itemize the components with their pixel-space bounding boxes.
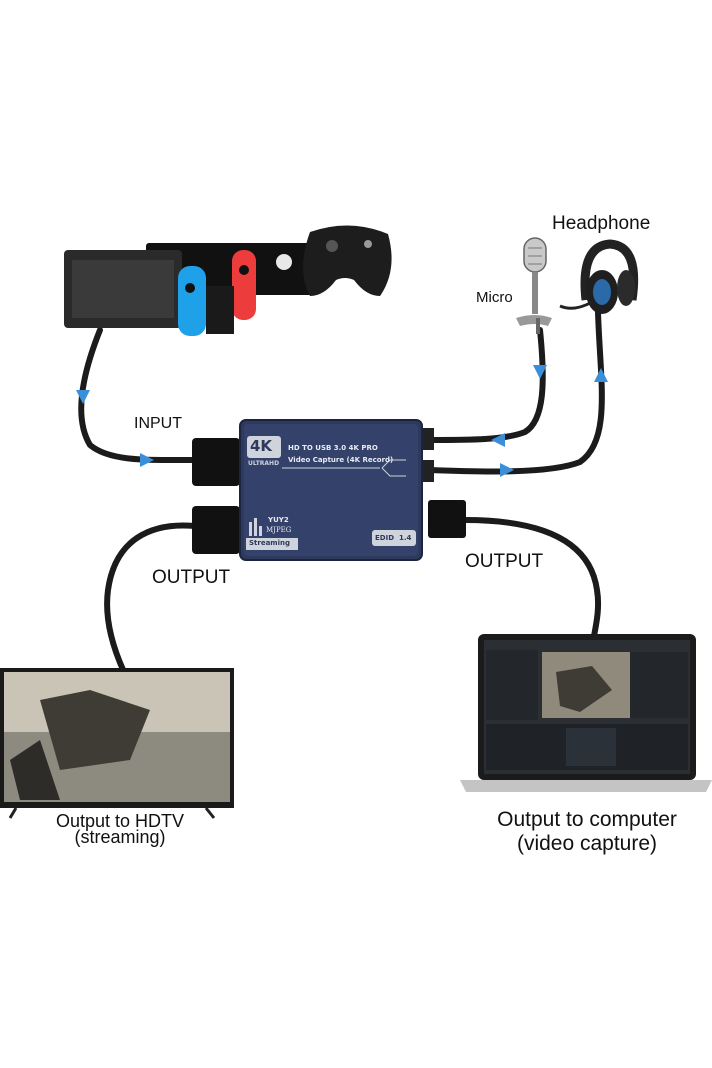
microphone-icon: [516, 237, 552, 334]
input-label: INPUT: [134, 415, 182, 432]
edid-version: 1.4: [399, 534, 412, 542]
arrow-left-icon: [491, 433, 505, 447]
device-line2: Video Capture (4K Record): [288, 456, 394, 464]
device-badge-sub: ULTRAHD: [248, 460, 280, 467]
hdtv-caption-line1: Output to HDTV: [55, 811, 185, 831]
format-mjpeg: MJPEG: [266, 526, 292, 534]
mic-cable: [427, 327, 546, 443]
headset-icon: [559, 239, 639, 314]
hdtv-caption: Output to HDTV (streaming): [40, 811, 200, 847]
headphone-cable: [427, 309, 605, 475]
computer-caption: Output to computer (video capture): [478, 808, 696, 856]
arrow-right-icon: [500, 463, 514, 477]
computer-cable: [462, 517, 602, 639]
computer-caption-line1: Output to computer: [497, 808, 677, 831]
arrow-up-icon: [594, 368, 608, 382]
computer-caption-line2: (video capture): [516, 832, 658, 855]
output-right-label: OUTPUT: [465, 551, 544, 572]
device-line1: HD TO USB 3.0 4K PRO: [288, 444, 378, 452]
flow-arrows: [76, 365, 608, 477]
hdtv-cable: [104, 522, 198, 675]
capture-device: [192, 419, 466, 561]
tv-icon: [0, 668, 234, 819]
arrow-down-icon: [76, 390, 90, 404]
input-cable: [78, 327, 198, 464]
arrow-right-icon: [140, 453, 154, 467]
micro-label: Micro: [476, 289, 513, 306]
format-yuy2: YUY2: [268, 516, 289, 524]
arrow-down-icon: [533, 365, 547, 379]
hdtv-caption-line2: (streaming): [74, 827, 166, 847]
laptop-icon: [460, 634, 712, 792]
game-console-icon: [64, 225, 392, 336]
streaming-label: Streaming: [249, 539, 290, 547]
headphone-label: Headphone: [552, 213, 651, 234]
device-badge: 4K: [250, 437, 273, 455]
output-left-label: OUTPUT: [152, 567, 231, 588]
edid-label: EDID: [375, 534, 395, 542]
